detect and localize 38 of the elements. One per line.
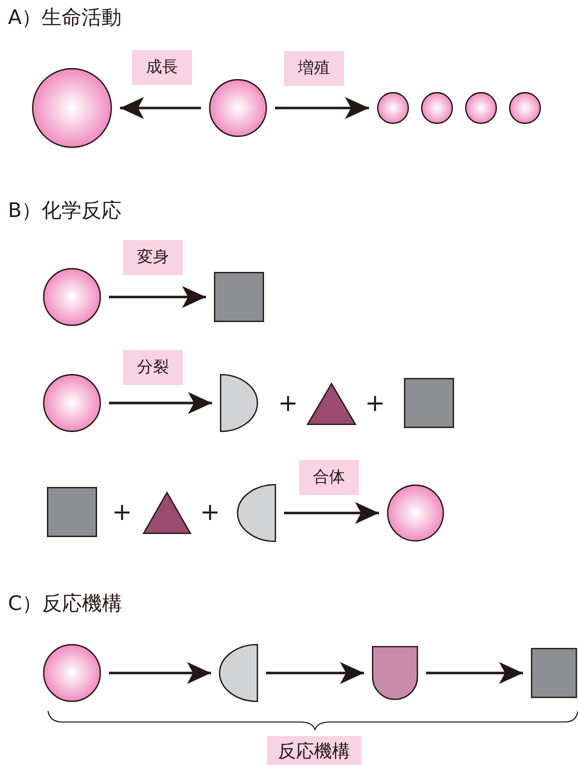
edge-label: 分裂 <box>123 350 183 385</box>
section-heading: B）化学反応 <box>8 197 122 224</box>
arrow <box>275 97 369 119</box>
arrow <box>109 392 212 414</box>
circle-shape <box>465 92 497 124</box>
circle-shape <box>32 68 112 148</box>
plus-sign: + <box>112 500 132 524</box>
plus-sign: + <box>200 500 220 524</box>
edge-label: 成長 <box>132 50 192 85</box>
circle-shape <box>43 644 101 702</box>
arrow <box>120 97 201 119</box>
triangle-shape <box>307 383 356 425</box>
arrow <box>426 662 523 684</box>
square-shape <box>214 272 264 322</box>
circle-shape <box>377 92 409 124</box>
square-shape <box>47 487 97 537</box>
plus-sign: + <box>278 391 298 415</box>
section-heading: C）反応機構 <box>8 590 122 617</box>
triangle-shape <box>143 492 191 534</box>
circle-shape <box>43 268 101 326</box>
circle-shape <box>421 92 453 124</box>
square-shape <box>404 378 454 428</box>
circle-shape <box>43 374 101 432</box>
circle-shape <box>209 79 267 137</box>
edge-label: 増殖 <box>284 51 344 86</box>
arrow <box>284 502 379 524</box>
edge-label: 合体 <box>299 460 359 495</box>
circle-shape <box>509 92 541 124</box>
arch-shape <box>372 646 418 700</box>
arrow <box>109 286 206 308</box>
edge-label: 変身 <box>123 240 183 275</box>
bracket-label: 反応機構 <box>267 736 361 765</box>
section-heading: A）生命活動 <box>8 4 122 31</box>
circle-shape <box>387 484 444 542</box>
square-shape <box>531 648 577 698</box>
plus-sign: + <box>364 391 386 415</box>
arrow <box>266 662 364 684</box>
arrow <box>109 662 211 684</box>
